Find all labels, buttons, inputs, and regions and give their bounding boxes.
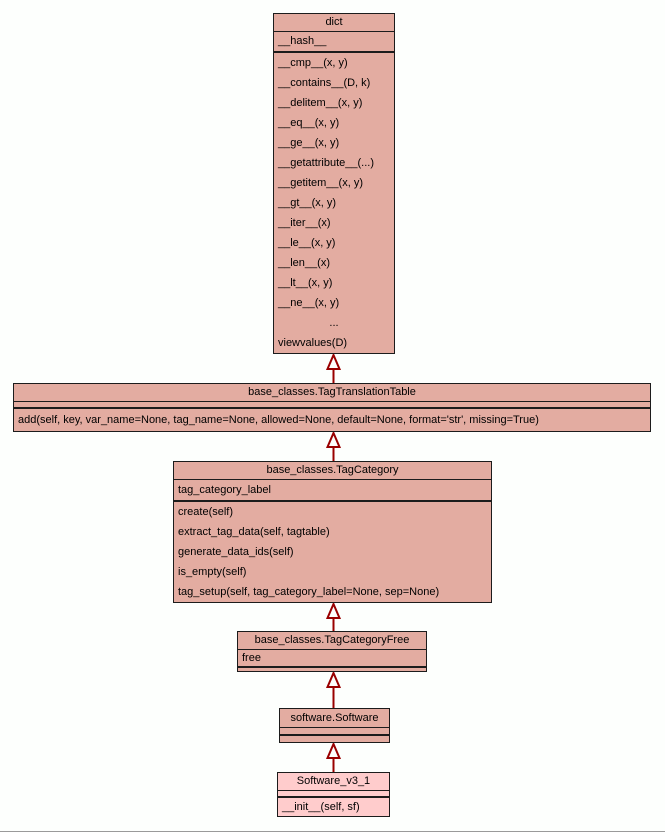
inheritance-arrowhead — [325, 430, 342, 448]
class-title: base_classes.TagCategoryFree — [238, 632, 426, 650]
attribute: tag_category_label — [178, 484, 271, 496]
method: __cmp__(x, y) — [278, 57, 348, 69]
method: __ne__(x, y) — [278, 297, 340, 309]
method: __getitem__(x, y) — [278, 177, 363, 189]
class-methods: add(self, key, var_name=None, tag_name=N… — [14, 409, 650, 431]
inheritance-arrowhead — [325, 601, 342, 619]
method: __getattribute__(...) — [278, 157, 375, 169]
class-node-dict: dict __hash__ __cmp__(x, y) __contains__… — [273, 13, 395, 354]
method: __ge__(x, y) — [278, 137, 340, 149]
method: viewvalues(D) — [278, 337, 348, 349]
inheritance-arrowhead — [325, 670, 342, 688]
method: generate_data_ids(self) — [178, 546, 294, 558]
method: add(self, key, var_name=None, tag_name=N… — [18, 414, 539, 426]
class-node-tag-category-free: base_classes.TagCategoryFree free — [237, 631, 427, 672]
ellipsis-row: ... — [329, 317, 339, 329]
method: __delitem__(x, y) — [278, 97, 363, 109]
method: __le__(x, y) — [278, 237, 336, 249]
class-title: base_classes.TagTranslationTable — [14, 384, 650, 402]
class-methods: create(self) extract_tag_data(self, tagt… — [174, 502, 491, 602]
method: __iter__(x) — [278, 217, 331, 229]
attribute: free — [242, 652, 261, 664]
method: create(self) — [178, 506, 234, 518]
inheritance-arrowhead — [325, 352, 342, 370]
class-methods-empty — [238, 668, 426, 671]
attribute: __hash__ — [278, 35, 327, 47]
class-title: dict — [274, 14, 394, 32]
class-attributes-empty — [278, 791, 389, 798]
class-node-tag-translation-table: base_classes.TagTranslationTable add(sel… — [13, 383, 651, 432]
method: __eq__(x, y) — [278, 117, 340, 129]
class-title: software.Software — [280, 709, 389, 728]
method: __lt__(x, y) — [278, 277, 333, 289]
method: is_empty(self) — [178, 566, 247, 578]
method: extract_tag_data(self, tagtable) — [178, 526, 330, 538]
class-methods-empty — [280, 736, 389, 742]
class-methods: __init__(self, sf) — [278, 798, 389, 816]
class-attributes: tag_category_label — [174, 480, 491, 502]
class-node-software: software.Software — [279, 708, 390, 743]
method: __init__(self, sf) — [282, 801, 360, 813]
class-attributes-empty — [280, 728, 389, 736]
method: __gt__(x, y) — [278, 197, 337, 209]
class-attributes: free — [238, 650, 426, 668]
class-methods: __cmp__(x, y) __contains__(D, k) __delit… — [274, 53, 394, 353]
class-title: Software_v3_1 — [278, 773, 389, 791]
inheritance-arrowhead — [325, 741, 342, 759]
class-node-tag-category: base_classes.TagCategory tag_category_la… — [173, 461, 492, 603]
method: __len__(x) — [278, 257, 330, 269]
method: __contains__(D, k) — [278, 77, 371, 89]
class-title: base_classes.TagCategory — [174, 462, 491, 480]
class-node-software-v3-1: Software_v3_1 __init__(self, sf) — [277, 772, 390, 817]
class-attributes-empty — [14, 402, 650, 409]
method: tag_setup(self, tag_category_label=None,… — [178, 586, 440, 598]
class-attributes: __hash__ — [274, 32, 394, 53]
